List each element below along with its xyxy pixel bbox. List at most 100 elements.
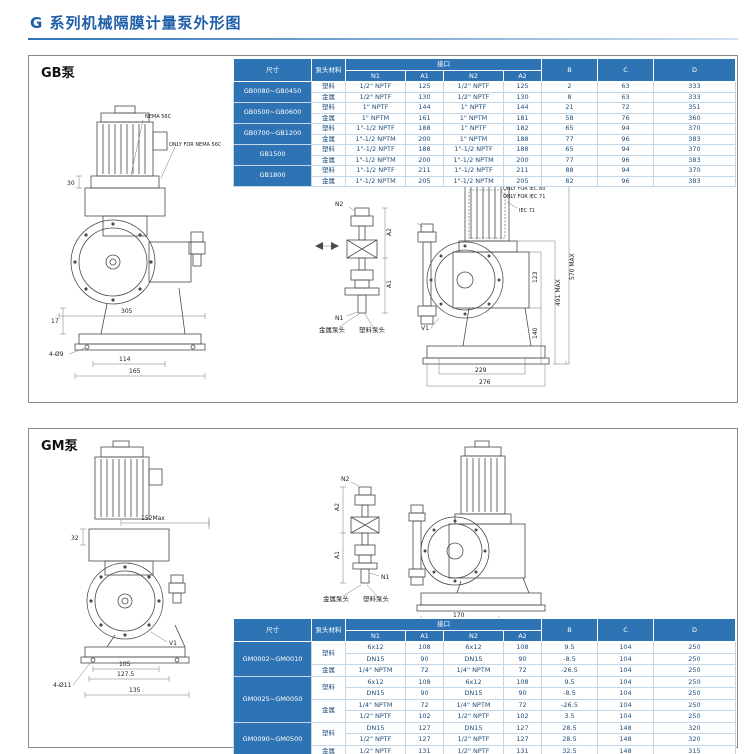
material-cell: 金属 (311, 175, 346, 187)
spec-cell: 90 (503, 652, 542, 665)
spec-cell: 370 (653, 165, 736, 177)
gm-header-material: 泵头材料 (311, 618, 346, 642)
gm-header-b: B (541, 618, 598, 642)
spec-cell: 161 (405, 112, 444, 124)
gb-dim-140: 140 (532, 327, 539, 339)
spec-cell: 315 (653, 744, 736, 754)
gm-metal-head-label: 金属泵头 (323, 594, 350, 603)
spec-cell: 200 (405, 154, 444, 166)
spec-cell: 72 (503, 664, 542, 677)
spec-cell: -26.5 (541, 698, 598, 711)
spec-cell: 383 (653, 175, 736, 187)
spec-cell: -8.5 (541, 687, 598, 700)
page-title: G 系列机械隔膜计量泵外形图 (30, 14, 242, 32)
material-cell: 塑料 (311, 641, 346, 665)
spec-cell: 1/4" NPTM (443, 698, 504, 711)
gb-header-a1: A1 (405, 70, 444, 82)
spec-cell: 188 (405, 144, 444, 156)
table-row: GB0700~GB1200 塑料 1"-1/2 NPTF 188 1" NPTF… (233, 123, 736, 145)
spec-cell: 63 (597, 81, 654, 93)
spec-cell: 320 (653, 733, 736, 746)
gb-n2-label: N2 (335, 201, 343, 208)
spec-cell: 3.5 (541, 710, 598, 723)
spec-cell: 65 (541, 123, 598, 135)
gb-header-c: C (597, 58, 654, 82)
spec-cell: 1"-1/2 NPTF (345, 144, 406, 156)
spec-cell: 77 (541, 133, 598, 145)
spec-cell: 148 (597, 733, 654, 746)
spec-cell: 72 (597, 102, 654, 114)
gb-header-n1: N1 (345, 70, 406, 82)
spec-cell: 127 (503, 721, 542, 734)
spec-cell: 1" NPTM (443, 133, 504, 145)
spec-cell: 1/2" NPTF (443, 744, 504, 754)
gm-dim-32: 32 (71, 535, 79, 542)
gm-spec-table: 尺寸 泵头材料 接口 B C D N1 A1 N2 A2 GM0002~GM00… (233, 618, 736, 754)
table-row: 金属 1"-1/2 NPTM 205 1"-1/2 NPTM 205 82 96… (234, 175, 736, 187)
spec-cell: 131 (405, 744, 444, 754)
gb-dim-165: 165 (129, 368, 141, 375)
spec-cell: 1"-1/2 NPTM (443, 154, 504, 166)
table-row: GB1500 塑料 1"-1/2 NPTF 188 1"-1/2 NPTF 18… (233, 144, 736, 166)
spec-cell: -8.5 (541, 652, 598, 665)
spec-cell: 1/2" NPTF (443, 91, 504, 103)
gm-header-interface: 接口 (345, 618, 542, 631)
spec-cell: 125 (503, 81, 542, 93)
gm-header-n2: N2 (443, 630, 504, 642)
spec-cell: 28.5 (541, 733, 598, 746)
spec-cell: DN15 (443, 721, 504, 734)
material-cell: 塑料 (311, 144, 346, 156)
spec-cell: 72 (503, 698, 542, 711)
spec-cell: 96 (597, 133, 654, 145)
spec-cell: 130 (405, 91, 444, 103)
gm-drawing-labels: 152Max 32 V1 105 127.5 4-Ø11 135 N2 A2 A… (53, 476, 465, 694)
spec-cell: 8 (541, 91, 598, 103)
spec-cell: 1/4" NPTM (345, 664, 406, 677)
size-cell: GM0002~GM0010 (233, 641, 312, 677)
spec-cell: 21 (541, 102, 598, 114)
spec-cell: 1"-1/2 NPTF (443, 144, 504, 156)
spec-cell: 94 (597, 165, 654, 177)
gb-a1-label: A1 (386, 280, 393, 288)
spec-cell: 250 (653, 664, 736, 677)
spec-cell: 250 (653, 675, 736, 688)
gb-header-size: 尺寸 (233, 58, 312, 82)
spec-cell: 125 (405, 81, 444, 93)
spec-cell: 1"-1/2 NPTM (345, 175, 406, 187)
table-row: 金属 1/4" NPTM 72 1/4" NPTM 72 -26.5 104 2… (234, 664, 736, 677)
spec-cell: 250 (653, 687, 736, 700)
spec-cell: 104 (597, 698, 654, 711)
spec-cell: 108 (503, 675, 542, 688)
gb-a2-label: A2 (386, 228, 393, 236)
spec-cell: 181 (503, 112, 542, 124)
material-cell: 金属 (311, 664, 346, 677)
spec-cell: 383 (653, 133, 736, 145)
spec-cell: 1" NPTF (443, 123, 504, 135)
table-row: 金属 1"-1/2 NPTM 200 1"-1/2 NPTM 200 77 96… (234, 154, 736, 166)
gb-metal-head-label: 金属泵头 (319, 325, 346, 334)
title-underline (28, 38, 738, 40)
spec-cell: 63 (597, 91, 654, 103)
spec-cell: 144 (503, 102, 542, 114)
material-cell: 塑料 (311, 165, 346, 177)
gb-side-bolts (429, 244, 501, 316)
gb-dim-229: 229 (475, 367, 487, 374)
spec-cell: DN15 (345, 721, 406, 734)
spec-cell: 1/2" NPTF (345, 744, 406, 754)
gb-header-a2: A2 (503, 70, 542, 82)
spec-cell: 9.5 (541, 675, 598, 688)
gm-header-a1: A1 (405, 630, 444, 642)
spec-cell: 65 (541, 144, 598, 156)
gb-dim-123: 123 (532, 271, 539, 283)
spec-cell: 90 (405, 652, 444, 665)
spec-cell: 1"-1/2 NPTM (443, 175, 504, 187)
spec-cell: DN15 (345, 687, 406, 700)
spec-cell: 1/2" NPTF (345, 733, 406, 746)
spec-cell: 104 (597, 687, 654, 700)
gb-dim-305: 305 (121, 308, 133, 315)
spec-cell: DN15 (443, 687, 504, 700)
material-cell: 塑料 (311, 675, 346, 700)
spec-cell: 108 (405, 675, 444, 688)
spec-cell: 28.5 (541, 721, 598, 734)
spec-cell: 76 (597, 112, 654, 124)
